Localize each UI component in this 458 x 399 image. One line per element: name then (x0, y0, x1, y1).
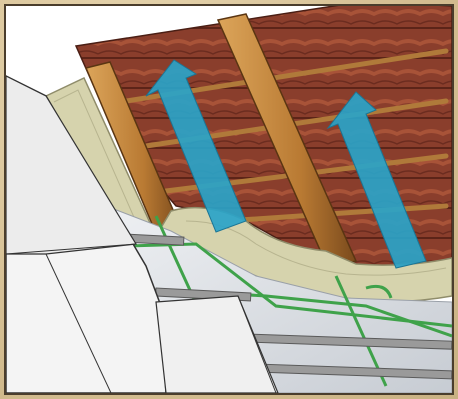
illustration-frame (4, 4, 454, 395)
roof-cross-section-illustration (6, 6, 452, 393)
